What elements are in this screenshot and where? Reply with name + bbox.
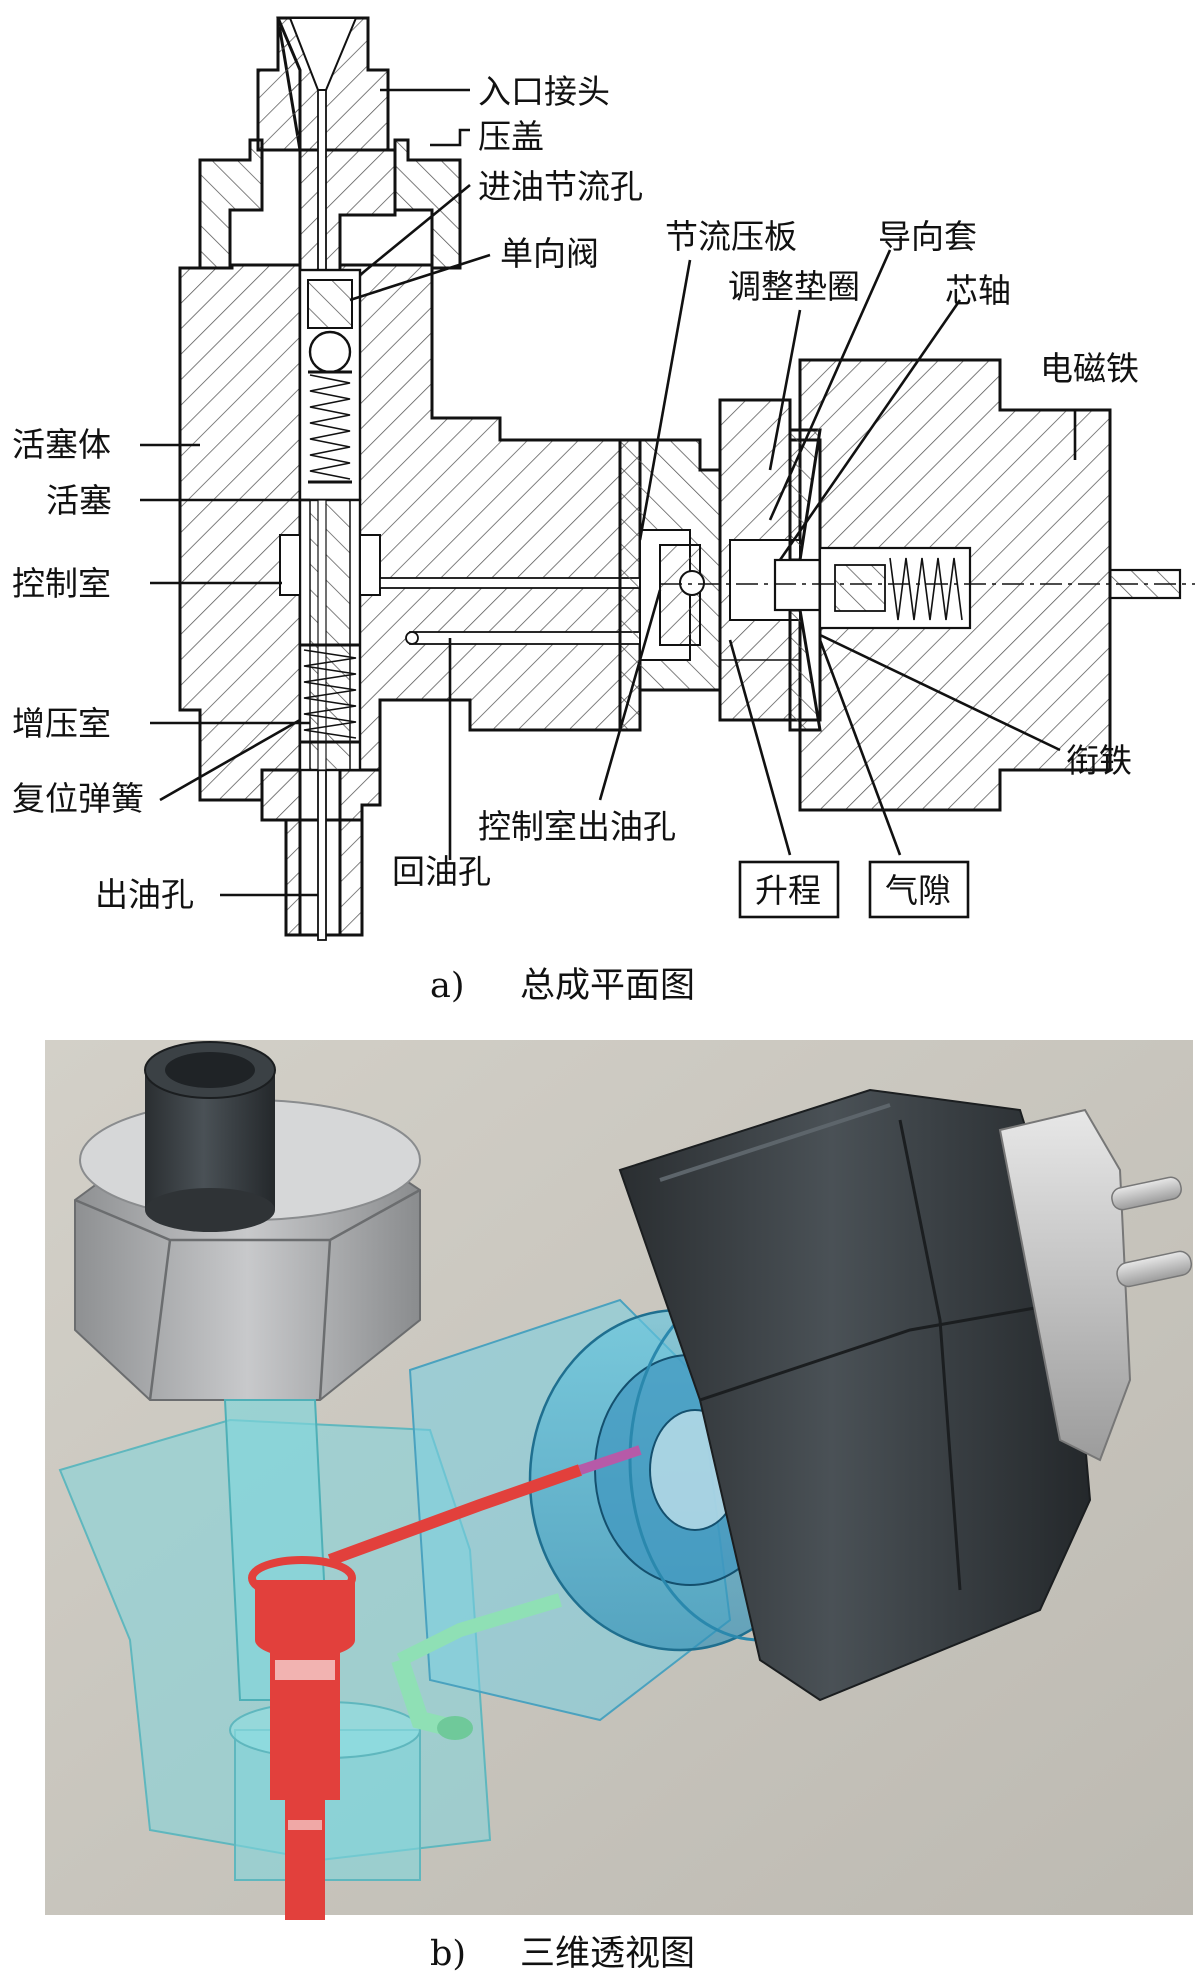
red-control-passage <box>327 1464 582 1566</box>
piston-body-shape <box>178 263 302 802</box>
caption-a-text: 总成平面图 <box>520 966 695 1006</box>
caption-b-letter: b) <box>430 1934 466 1974</box>
gland-shape <box>198 138 264 270</box>
label-piston-body: 活塞体 <box>12 425 111 464</box>
rear-cylinder <box>998 1108 1132 1462</box>
label-electromagnet: 电磁铁 <box>1040 349 1139 388</box>
label-control-chamber-outlet: 控制室出油孔 <box>478 807 676 846</box>
label-return-spring: 复位弹簧 <box>12 779 144 818</box>
label-lift: 升程 <box>755 871 821 910</box>
label-mandrel: 芯轴 <box>945 271 1011 310</box>
lift-box <box>738 860 840 919</box>
caption-b: b) 三维透视图 <box>430 1934 695 1974</box>
caption-a: a) 总成平面图 <box>430 966 695 1006</box>
caption-b-text: 三维透视图 <box>520 1934 695 1974</box>
label-piston: 活塞 <box>46 481 112 520</box>
check-valve-spring <box>308 370 352 484</box>
label-guide-sleeve: 导向套 <box>878 217 977 256</box>
label-armature: 衔铁 <box>1066 741 1132 780</box>
red-piston <box>248 1556 356 1920</box>
air-gap-box <box>868 860 970 919</box>
labels-figure-a: 入口接头 压盖 进油节流孔 单向阀 节流压板 导向套 调整垫圈 芯轴 电磁铁 活… <box>12 72 1139 919</box>
label-control-chamber: 控制室 <box>12 564 111 603</box>
label-inlet-orifice: 进油节流孔 <box>478 167 643 206</box>
label-check-valve: 单向阀 <box>500 234 599 273</box>
label-shim: 调整垫圈 <box>728 267 860 306</box>
label-boost-chamber: 增压室 <box>12 704 111 743</box>
inlet-fitting-3d <box>145 1070 275 1210</box>
label-air-gap: 气隙 <box>885 871 951 910</box>
label-gland: 压盖 <box>478 117 544 156</box>
green-return-passage <box>396 1593 563 1667</box>
caption-a-letter: a) <box>430 966 465 1006</box>
return-spring-shape <box>300 643 360 744</box>
leader-lines <box>140 88 1077 897</box>
mandrel-spring <box>889 557 963 621</box>
label-throttle-plate: 节流压板 <box>665 217 797 256</box>
label-outlet-hole: 出油孔 <box>95 875 194 914</box>
cross-section-drawing <box>178 16 1195 941</box>
electromagnet-cap <box>618 1088 1092 1702</box>
label-return-hole: 回油孔 <box>392 852 491 891</box>
label-inlet-fitting: 入口接头 <box>478 72 610 111</box>
render-3d <box>45 1040 1193 1920</box>
